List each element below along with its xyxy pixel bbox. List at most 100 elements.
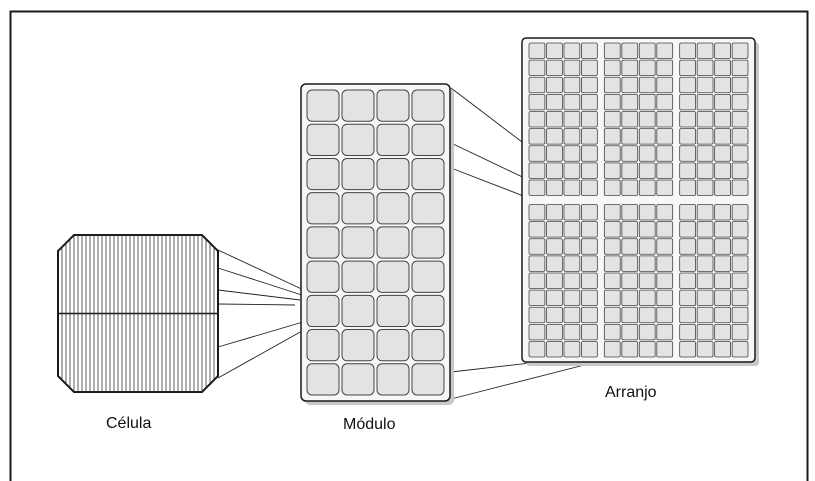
array-cell xyxy=(638,128,656,145)
array-cell xyxy=(581,162,598,179)
array-cell xyxy=(638,221,656,238)
array-cell xyxy=(638,162,656,179)
array-cell xyxy=(714,179,731,196)
array-cell xyxy=(528,341,546,358)
array-cell xyxy=(731,272,749,289)
array-cell xyxy=(546,128,563,145)
array-cell xyxy=(638,306,656,324)
module-cell xyxy=(376,123,410,156)
module-cell xyxy=(341,363,375,396)
solar-cell xyxy=(57,234,219,393)
module-cell xyxy=(376,260,410,293)
array-cell xyxy=(656,42,674,59)
array-cell xyxy=(621,145,639,162)
array-cell xyxy=(696,272,714,289)
array-cell xyxy=(638,289,656,307)
module-cell xyxy=(411,123,445,156)
array-cell xyxy=(603,76,621,94)
array-cell xyxy=(679,179,696,196)
module-cell xyxy=(341,329,375,362)
solar-module xyxy=(300,83,454,405)
array-cell xyxy=(528,162,546,179)
array-cell xyxy=(603,42,621,59)
array-cell xyxy=(638,59,656,77)
array-cell xyxy=(679,306,696,324)
array-cell xyxy=(714,42,731,59)
array-cell xyxy=(603,162,621,179)
array-cell xyxy=(603,323,621,341)
array-module xyxy=(603,42,674,196)
array-cell xyxy=(679,42,696,59)
connector-line xyxy=(217,267,306,297)
array-cell xyxy=(638,204,656,221)
array-cell xyxy=(581,179,598,196)
module-cell xyxy=(341,294,375,328)
array-cell xyxy=(638,76,656,94)
array-cell xyxy=(563,221,581,238)
array-cell xyxy=(603,128,621,145)
array-cell xyxy=(581,93,598,111)
array-cell xyxy=(603,179,621,196)
array-cell xyxy=(679,204,696,221)
array-cell xyxy=(621,238,639,255)
array-cell xyxy=(581,111,598,128)
array-cell xyxy=(546,204,563,221)
array-cell xyxy=(621,111,639,128)
module-cell xyxy=(376,89,410,122)
array-cell xyxy=(696,221,714,238)
array-cell xyxy=(563,272,581,289)
module-cell xyxy=(341,192,375,225)
array-cell xyxy=(714,323,731,341)
array-cell xyxy=(528,255,546,272)
module-cell xyxy=(411,157,445,191)
module-cell xyxy=(376,226,410,259)
array-cell xyxy=(731,323,749,341)
array-cell xyxy=(679,128,696,145)
array-cell xyxy=(696,255,714,272)
array-cell xyxy=(638,145,656,162)
array-cell xyxy=(603,272,621,289)
array-cell xyxy=(528,59,546,77)
array-cell xyxy=(638,255,656,272)
array-cell xyxy=(638,272,656,289)
array-cell xyxy=(656,306,674,324)
array-cell xyxy=(696,238,714,255)
array-cell xyxy=(563,306,581,324)
array-cell xyxy=(679,238,696,255)
array-cell xyxy=(714,306,731,324)
array-cell xyxy=(714,238,731,255)
array-cell xyxy=(528,238,546,255)
array-cell xyxy=(731,341,749,358)
array-cell xyxy=(656,162,674,179)
array-cell xyxy=(603,93,621,111)
array-cell xyxy=(621,128,639,145)
array-cell xyxy=(731,289,749,307)
array-cell xyxy=(581,42,598,59)
array-cell xyxy=(696,59,714,77)
array-cell xyxy=(621,341,639,358)
array-cell xyxy=(581,128,598,145)
array-cell xyxy=(696,323,714,341)
array-cell xyxy=(581,145,598,162)
array-cell xyxy=(731,162,749,179)
array-cell xyxy=(563,341,581,358)
array-cell xyxy=(563,145,581,162)
array-cell xyxy=(731,179,749,196)
array-cell xyxy=(621,221,639,238)
connector-line xyxy=(217,321,304,348)
array-cell xyxy=(563,162,581,179)
solar-array xyxy=(521,37,759,366)
array-cell xyxy=(656,289,674,307)
module-label: Módulo xyxy=(343,416,396,433)
array-cell xyxy=(621,162,639,179)
array-cell xyxy=(603,238,621,255)
array-cell xyxy=(563,93,581,111)
array-cell xyxy=(656,255,674,272)
module-cell xyxy=(306,260,340,293)
module-cell xyxy=(341,123,375,156)
array-cell xyxy=(714,162,731,179)
array-cell xyxy=(546,162,563,179)
cell-label: Célula xyxy=(106,415,151,432)
array-cell xyxy=(731,221,749,238)
